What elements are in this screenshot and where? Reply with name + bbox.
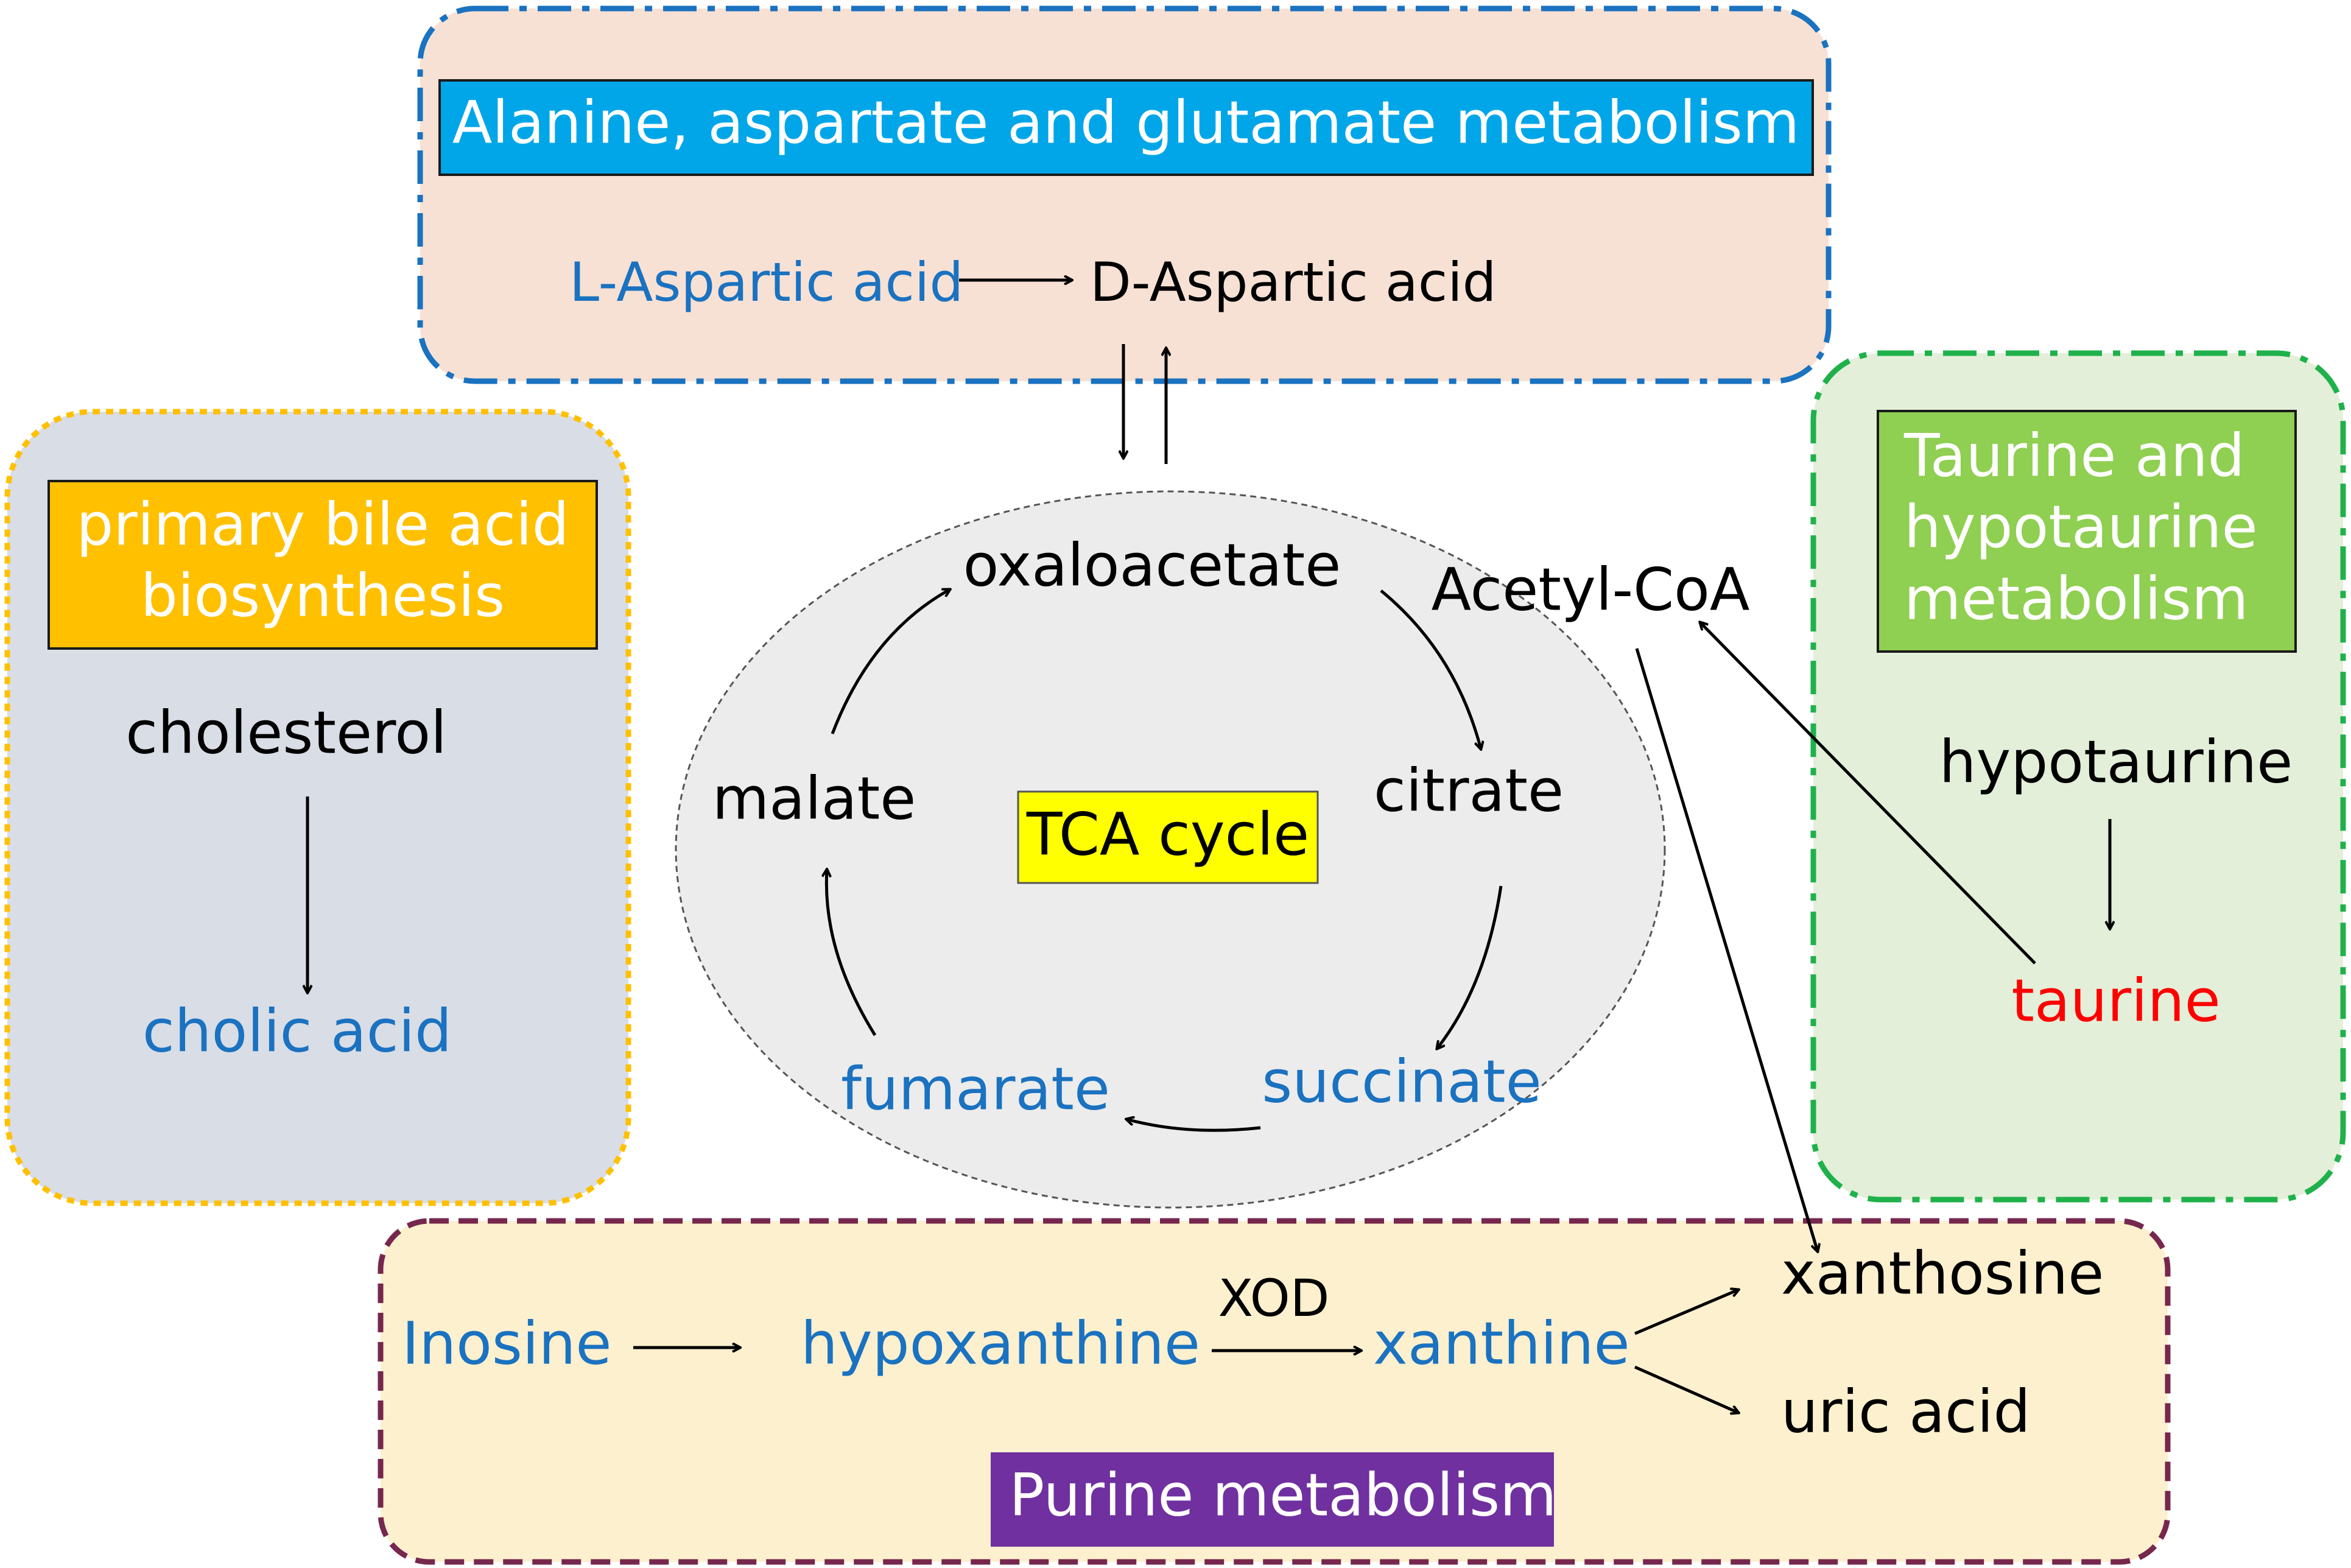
- alanine-metabolism-box: [417, 5, 1832, 384]
- d-aspartic-acid: D-Aspartic acid: [1090, 251, 1497, 314]
- fumarate-to-malate-arrow: [826, 870, 877, 1036]
- l-aspartic-acid: L-Aspartic acid: [569, 251, 963, 314]
- bile-acid-title-line2: biosynthesis: [141, 561, 505, 630]
- taurine-metabolism-title-line2: hypotaurine: [1904, 493, 2258, 561]
- fumarate: fumarate: [841, 1055, 1110, 1123]
- xanthosine: xanthosine: [1781, 1239, 2104, 1307]
- uric-acid: uric acid: [1781, 1377, 2031, 1446]
- xod-label: XOD: [1218, 1268, 1330, 1328]
- citrate: citrate: [1374, 756, 1564, 824]
- taurine-metabolism-title-line1: Taurine and: [1903, 421, 2245, 490]
- bile-acid-title-box: [47, 480, 598, 650]
- oxaloacetate: oxaloacetate: [963, 531, 1341, 599]
- acetyl-coa-to-xanthosine-arrow: [1635, 648, 1818, 1251]
- alanine-metabolism-title-box: [438, 79, 1814, 176]
- purine-metabolism-box: [378, 1218, 2171, 1565]
- malate-to-oxaloacetate-arrow: [831, 589, 950, 734]
- hypoxanthine: hypoxanthine: [801, 1309, 1200, 1377]
- succinate-to-fumarate-arrow: [1126, 1119, 1261, 1132]
- taurine-to-acetyl-coa-arrow: [1700, 622, 2036, 965]
- citrate-to-succinate-arrow: [1437, 885, 1503, 1049]
- hypotaurine: hypotaurine: [1939, 728, 2293, 796]
- cholesterol: cholesterol: [125, 698, 447, 767]
- alanine-metabolism-title: Alanine, aspartate and glutamate metabol…: [452, 88, 1800, 156]
- cholic-acid: cholic acid: [142, 997, 452, 1065]
- inosine: Inosine: [402, 1309, 611, 1377]
- xanthine-to-xanthosine-arrow: [1634, 1290, 1738, 1335]
- bile-acid-title-line1: primary bile acid: [76, 490, 569, 558]
- purine-metabolism-title: Purine metabolism: [1009, 1461, 1556, 1529]
- taurine-metabolism-title-line3: metabolism: [1904, 564, 2249, 633]
- xanthine: xanthine: [1373, 1309, 1630, 1377]
- taurine: taurine: [2011, 966, 2220, 1035]
- tca-cycle-label: TCA cycle: [1026, 800, 1309, 868]
- malate: malate: [712, 764, 916, 832]
- succinate: succinate: [1262, 1047, 1541, 1116]
- oxaloacetate-to-citrate-arrow: [1380, 589, 1481, 749]
- tca-cycle-label-box: [1017, 790, 1319, 884]
- acetyl-coa: Acetyl-CoA: [1431, 555, 1749, 624]
- purine-metabolism-title-box: [991, 1452, 1554, 1547]
- taurine-metabolism-title-box: [1877, 410, 2297, 653]
- xanthine-to-uric-acid-arrow: [1634, 1365, 1738, 1413]
